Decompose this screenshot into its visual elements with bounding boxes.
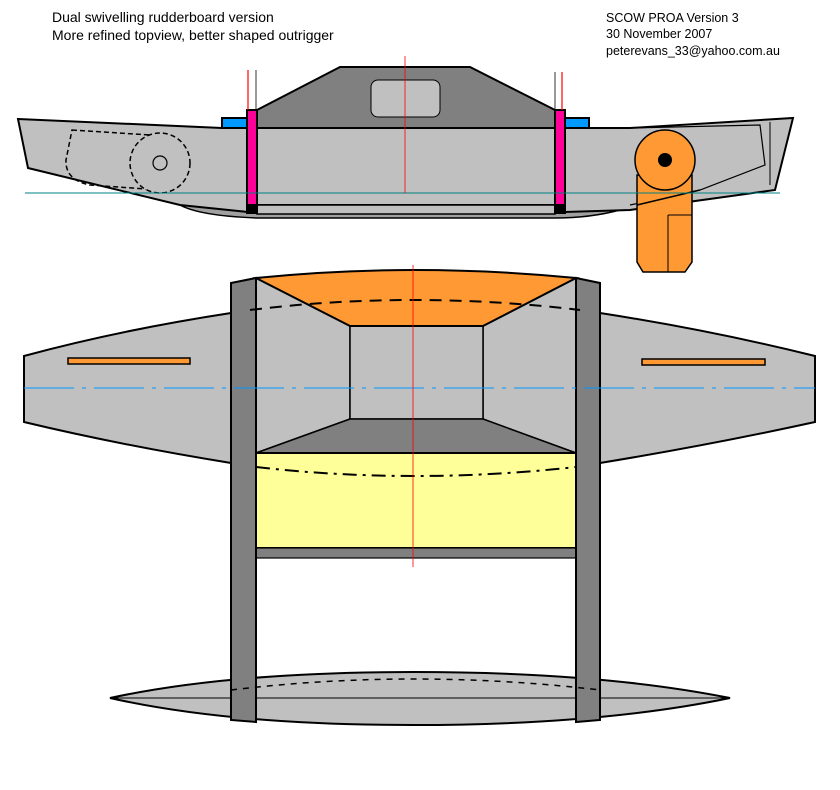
rudder-left-dashed: [65, 129, 191, 194]
rudderboard-right: [636, 174, 693, 273]
pink-post-left: [246, 109, 258, 213]
plan-view: [23, 269, 816, 727]
side-elevation: [16, 66, 795, 273]
main-hull-body: [256, 127, 556, 206]
rudder-right-pivot: [658, 153, 672, 167]
author-email: peterevans_33@yahoo.com.au: [606, 44, 780, 58]
upper-dashed-curve: [249, 299, 581, 311]
slot-right: [641, 358, 766, 366]
title-line-2: More refined topview, better shaped outr…: [52, 27, 334, 43]
project-title: SCOW PROA Version 3: [606, 11, 739, 25]
title-line-1: Dual swivelling rudderboard version: [52, 9, 274, 25]
blue-block-left: [221, 117, 248, 129]
pink-post-right: [554, 109, 566, 213]
cabin-window: [370, 79, 441, 118]
right-wing: [599, 311, 816, 465]
beam-right: [575, 276, 601, 724]
blue-block-right: [564, 117, 590, 129]
cockpit: [255, 452, 577, 549]
slot-left: [67, 357, 191, 365]
rudder-left-pivot: [152, 155, 168, 171]
cabin-top: [349, 325, 484, 420]
drawing-date: 30 November 2007: [606, 27, 713, 41]
aft-beam-strip: [255, 547, 577, 559]
beam-left: [230, 276, 257, 724]
lower-dashdot-curve: [255, 466, 577, 477]
